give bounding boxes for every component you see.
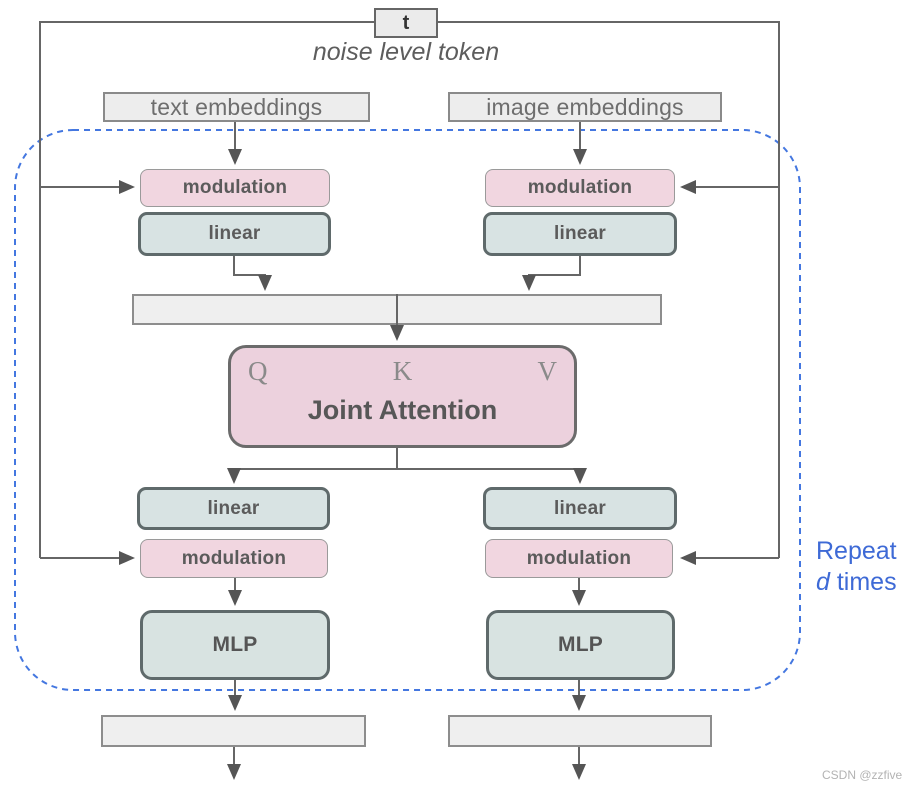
text-embeddings-box: text embeddings [103,92,370,122]
image-embeddings-label: image embeddings [486,93,684,120]
modulation-label: modulation [527,177,633,198]
output-bar-left [101,715,366,747]
text-embeddings-label: text embeddings [150,93,323,120]
joint-attention-box: Q K V Joint Attention [228,345,577,448]
modulation-label: modulation [526,547,632,569]
arrow [522,256,581,291]
noise-level-caption: noise level token [312,38,500,66]
output-bar-right [448,715,712,747]
arrow-group [40,121,779,780]
modulation-label: modulation [182,177,288,198]
qkv-row: Q K V [248,356,557,387]
mlp-box-right: MLP [486,610,675,680]
modulation-box-top-left: modulation [140,169,330,207]
mlp-label: MLP [212,633,258,656]
attention-split-wire [234,448,580,470]
repeat-dashed-border [14,129,801,691]
repeat-times: times [829,568,897,596]
linear-box-top-left: linear [138,212,331,256]
modulation-box-top-right: modulation [485,169,675,207]
watermark: CSDN @zzfive [822,768,903,782]
arrow [233,256,272,291]
repeat-line1: Repeat [816,537,897,565]
qkv-label-k: K [392,356,413,386]
linear-label: linear [208,223,261,244]
mlp-box-left: MLP [140,610,330,680]
joint-attention-title: Joint Attention [307,395,498,425]
repeat-line2: d times [816,567,897,598]
noise-token-label: t [402,11,410,34]
modulation-label: modulation [181,547,287,569]
linear-label: linear [207,497,260,519]
linear-label: linear [554,223,606,244]
linear-box-top-right: linear [483,212,677,256]
image-embeddings-box: image embeddings [448,92,722,122]
linear-label: linear [554,497,606,519]
mlp-label: MLP [558,633,603,656]
modulation-box-bottom-right: modulation [485,539,673,578]
linear-box-bottom-right: linear [483,487,677,530]
qkv-label-v: V [537,356,558,386]
repeat-d: d [816,568,830,596]
modulation-box-bottom-left: modulation [140,539,328,578]
linear-box-bottom-left: linear [137,487,330,530]
repeat-annotation: Repeat d times [816,536,897,598]
noise-token-box: t [374,8,438,38]
qkv-label-q: Q [248,356,268,386]
